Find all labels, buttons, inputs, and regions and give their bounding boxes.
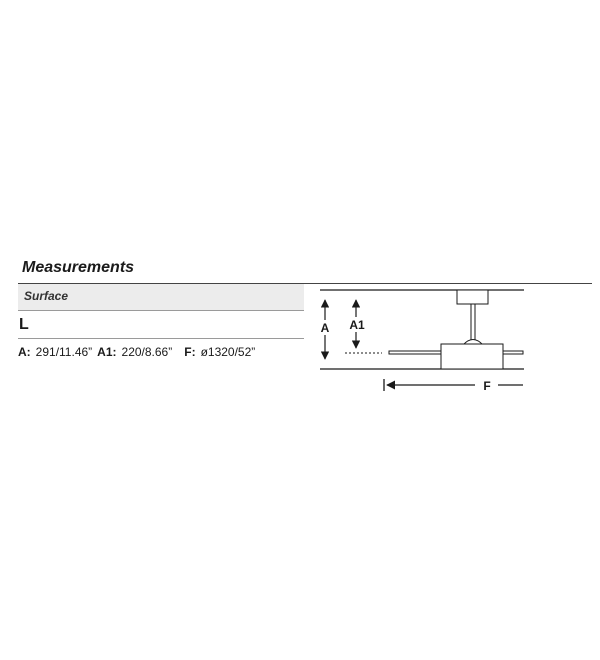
surface-header: Surface <box>18 284 304 310</box>
fan-canopy <box>456 289 489 305</box>
dimension-a1-label-bg <box>346 317 368 332</box>
spec-a1-key: A1: <box>97 345 117 359</box>
lower-divider <box>18 338 304 339</box>
dimension-a-label-bg <box>318 320 332 335</box>
measurements-title: Measurements <box>22 259 135 276</box>
top-divider <box>18 283 592 284</box>
dimension-a-label: A <box>321 321 330 335</box>
dimension-diagram: A A1 F <box>318 289 524 393</box>
surface-label: Surface <box>24 289 69 303</box>
spec-a-value: 291/11.46” <box>35 345 93 359</box>
middle-divider <box>18 310 304 311</box>
spec-a-key: A: <box>18 345 31 359</box>
spec-line: A: 291/11.46” A1: 220/8.66” F: ø1320/52” <box>18 345 255 359</box>
spec-a1-value: 220/8.66” <box>121 345 173 359</box>
fan-motor-housing <box>440 343 504 370</box>
fan-blade-right <box>502 350 524 355</box>
dimension-a1-label: A1 <box>349 318 365 332</box>
fan-blade-left <box>388 350 442 355</box>
dimension-f-label: F <box>483 379 490 393</box>
model-label: L <box>19 316 29 333</box>
spec-f-key: F: <box>184 345 196 359</box>
spec-f-value: ø1320/52” <box>200 345 256 359</box>
